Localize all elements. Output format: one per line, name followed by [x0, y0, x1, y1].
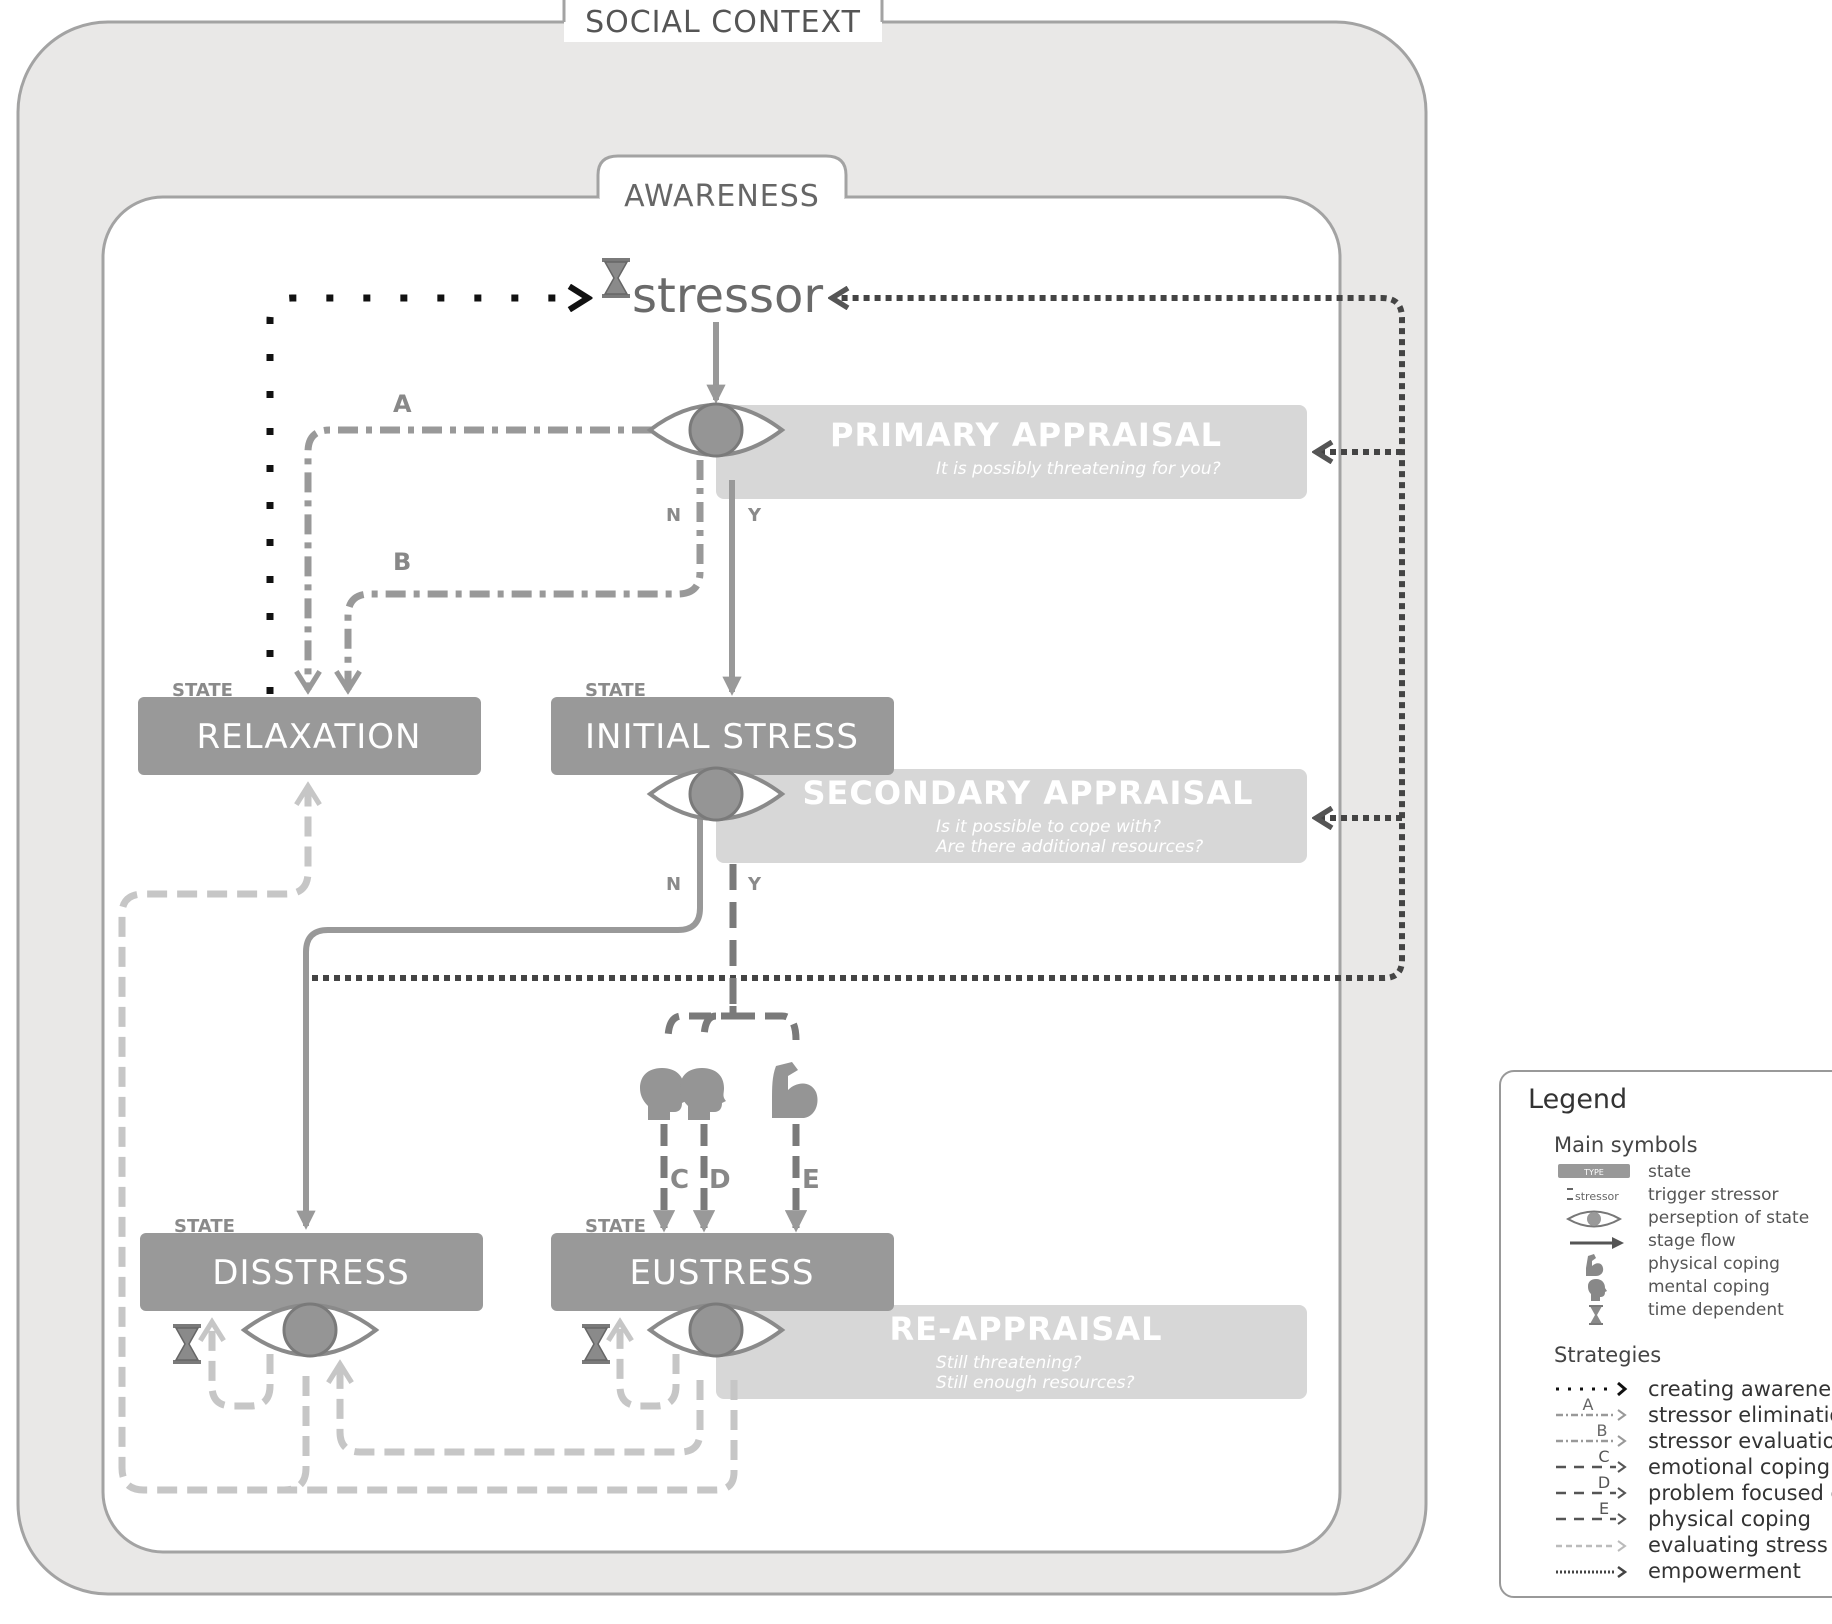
legend-state-symbol: TYPE	[1558, 1164, 1630, 1178]
svg-text:emotional coping: emotional coping	[1648, 1455, 1830, 1479]
legend-strategy-d: D problem focused c	[1556, 1473, 1832, 1505]
state-tag: STATE	[172, 680, 233, 701]
state-relaxation-label: RELAXATION	[197, 717, 422, 757]
state-initial-stress-label: INITIAL STRESS	[585, 717, 859, 757]
state-tag: STATE	[174, 1216, 235, 1237]
flow-lines	[118, 298, 1405, 1494]
state-initial-stress: STATE INITIAL STRESS	[551, 680, 894, 775]
legend-item-time: time dependent	[1648, 1300, 1784, 1320]
legend-strategy-creating-awareness: creating awarenes	[1556, 1377, 1832, 1401]
legend-strategies-title: Strategies	[1554, 1343, 1661, 1367]
legend-trigger-symbol: stressor	[1567, 1188, 1619, 1203]
legend-title: Legend	[1528, 1084, 1627, 1115]
branch-no-label: N	[666, 505, 681, 526]
svg-text:creating awarenes: creating awarenes	[1648, 1377, 1832, 1401]
legend-item-stage-flow: stage flow	[1648, 1231, 1736, 1251]
branch-yes-label: Y	[747, 874, 762, 895]
state-disstress: STATE DISSTRESS	[140, 1216, 483, 1311]
svg-text:empowerment: empowerment	[1648, 1559, 1801, 1583]
legend-eye-symbol	[1565, 1210, 1623, 1228]
evaluating-stress-inner	[340, 1364, 704, 1456]
svg-text:evaluating stress s: evaluating stress s	[1648, 1533, 1832, 1557]
secondary-appraisal-panel	[716, 769, 1307, 863]
legend-stressor-icon-text: stressor	[1575, 1190, 1619, 1203]
svg-text:D: D	[1598, 1473, 1610, 1492]
stage-flow-secondary-disstress	[296, 810, 703, 1230]
state-eustress: STATE EUSTRESS	[551, 1216, 894, 1311]
legend-strategy-c: C emotional coping	[1556, 1447, 1830, 1479]
legend-item-state: state	[1648, 1162, 1691, 1182]
primary-appraisal: PRIMARY APPRAISAL It is possibly threate…	[648, 402, 1222, 479]
branch-yes-label: Y	[747, 505, 762, 526]
social-context-label: SOCIAL CONTEXT	[585, 5, 861, 40]
strategy-label-d: D	[709, 1165, 731, 1195]
svg-text:problem focused c: problem focused c	[1648, 1481, 1832, 1505]
stressor-node: stressor	[601, 257, 823, 324]
re-appraisal-title: RE-APPRAISAL	[890, 1310, 1163, 1348]
legend-item-physical: physical coping	[1648, 1254, 1780, 1274]
primary-appraisal-question: It is possibly threatening for you?	[936, 459, 1221, 479]
state-tag: STATE	[585, 680, 646, 701]
state-relaxation: STATE RELAXATION	[138, 680, 481, 775]
re-appraisal: RE-APPRAISAL Still threatening? Still en…	[242, 1302, 1163, 1393]
svg-text:E: E	[1599, 1499, 1609, 1518]
secondary-appraisal-title: SECONDARY APPRAISAL	[802, 774, 1253, 812]
evaluating-stress-outer	[118, 786, 738, 1494]
legend-strategy-evaluating: evaluating stress s	[1556, 1533, 1832, 1557]
secondary-appraisal: SECONDARY APPRAISAL Is it possible to co…	[648, 766, 1253, 857]
empowerment-path	[312, 298, 1405, 981]
re-appraisal-question-1: Still threatening?	[936, 1353, 1082, 1373]
svg-text:stressor eliminatio: stressor eliminatio	[1648, 1403, 1832, 1427]
legend-flow-symbol	[1570, 1237, 1624, 1249]
strategy-label-c: C	[670, 1165, 689, 1195]
legend: Legend Main symbols TYPE state stressor …	[1499, 1070, 1832, 1598]
legend-item-mental: mental coping	[1648, 1277, 1770, 1297]
legend-physical-icon	[1586, 1254, 1604, 1276]
legend-strategy-empowerment: empowerment	[1556, 1559, 1801, 1583]
legend-hourglass-icon	[1589, 1305, 1603, 1325]
primary-appraisal-panel	[716, 405, 1307, 499]
svg-text:stressor evaluation: stressor evaluation	[1648, 1429, 1832, 1453]
secondary-appraisal-question-2: Are there additional resources?	[935, 837, 1203, 857]
legend-item-trigger: trigger stressor	[1648, 1185, 1779, 1205]
svg-text:physical coping: physical coping	[1648, 1507, 1811, 1531]
re-appraisal-panel	[716, 1305, 1307, 1399]
legend-strategy-e: E physical coping	[1556, 1499, 1811, 1531]
state-eustress-label: EUSTRESS	[630, 1253, 815, 1293]
legend-strategy-a: A stressor eliminatio	[1556, 1395, 1832, 1427]
awareness-frame: AWARENESS	[101, 154, 1342, 1554]
awareness-label: AWARENESS	[624, 179, 820, 214]
svg-text:B: B	[1597, 1421, 1608, 1440]
svg-text:C: C	[1598, 1447, 1609, 1466]
svg-text:TYPE: TYPE	[1583, 1168, 1604, 1177]
strategy-a-path	[308, 426, 652, 690]
svg-text:A: A	[1583, 1395, 1594, 1414]
stressor-label: stressor	[632, 268, 823, 324]
state-tag: STATE	[585, 1216, 646, 1237]
strategy-b-path	[348, 460, 704, 690]
legend-mental-icon	[1588, 1279, 1607, 1301]
secondary-appraisal-question-1: Is it possible to cope with?	[936, 817, 1161, 837]
re-appraisal-question-2: Still enough resources?	[936, 1373, 1135, 1393]
legend-item-perception: perseption of state	[1648, 1208, 1809, 1228]
primary-appraisal-title: PRIMARY APPRAISAL	[830, 416, 1222, 454]
creating-awareness-path	[266, 298, 588, 694]
strategy-label-a: A	[393, 390, 412, 418]
state-disstress-label: DISSTRESS	[212, 1253, 409, 1293]
physical-coping-icon	[772, 1062, 818, 1118]
legend-strategy-b: B stressor evaluation	[1556, 1421, 1832, 1453]
legend-main-title: Main symbols	[1554, 1133, 1698, 1157]
strategy-label-e: E	[802, 1165, 820, 1195]
branch-no-label: N	[666, 874, 681, 895]
strategy-label-b: B	[393, 548, 411, 576]
